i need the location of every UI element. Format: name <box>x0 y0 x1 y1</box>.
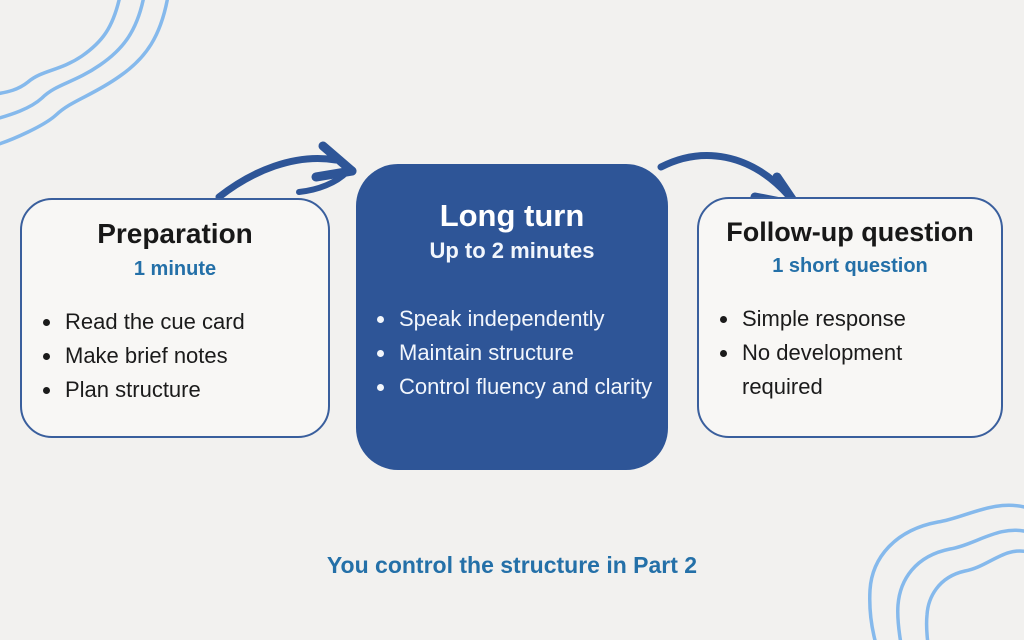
bullet-dot <box>377 350 384 358</box>
bullet-dot <box>377 316 384 324</box>
bullet-dot <box>720 316 727 324</box>
card-subtitle: 1 short question <box>772 255 928 278</box>
bullet-list: Speak independently Maintain structure C… <box>356 302 668 404</box>
bullet-dot <box>377 384 384 392</box>
bullet-item: Make brief notes <box>43 339 314 373</box>
card-subtitle: Up to 2 minutes <box>429 238 595 264</box>
bullet-dot <box>43 386 50 394</box>
card-title: Preparation <box>97 218 253 249</box>
caption: You control the structure in Part 2 <box>326 552 698 578</box>
bullet-text: Control fluency and clarity <box>399 374 653 400</box>
bullet-text: Simple response <box>742 306 906 332</box>
bullet-item: Read the cue card <box>43 305 314 339</box>
bullet-dot <box>720 350 727 358</box>
bullet-text: Make brief notes <box>65 342 228 368</box>
bullet-item: Speak independently <box>377 302 654 336</box>
card-title: Follow-up question <box>726 217 974 247</box>
card-long-turn: Long turn Up to 2 minutes Speak independ… <box>356 164 668 470</box>
card-preparation: Preparation 1 minute Read the cue card M… <box>20 198 330 438</box>
bullet-dot <box>43 352 50 360</box>
waves-top-left-icon <box>0 0 169 146</box>
bullet-text: No development required <box>742 340 903 400</box>
bullet-item: No development required <box>720 336 987 404</box>
bullet-item: Plan structure <box>43 373 314 407</box>
bullet-item: Simple response <box>720 302 987 336</box>
bullet-text: Maintain structure <box>399 340 574 366</box>
bullet-text: Read the cue card <box>65 308 245 334</box>
bullet-list: Simple response No development required <box>699 302 1001 404</box>
bullet-text: Speak independently <box>399 306 605 332</box>
card-title: Long turn <box>439 198 585 233</box>
bullet-dot <box>43 318 50 326</box>
card-follow-up-question: Follow-up question 1 short question Simp… <box>697 197 1003 438</box>
curved-arrow-icon <box>215 141 357 201</box>
bullet-text: Plan structure <box>65 376 201 402</box>
bullet-item: Maintain structure <box>377 336 654 370</box>
bullet-list: Read the cue card Make brief notes Plan … <box>22 305 328 407</box>
card-subtitle: 1 minute <box>133 257 217 280</box>
bullet-item: Control fluency and clarity <box>377 370 654 404</box>
